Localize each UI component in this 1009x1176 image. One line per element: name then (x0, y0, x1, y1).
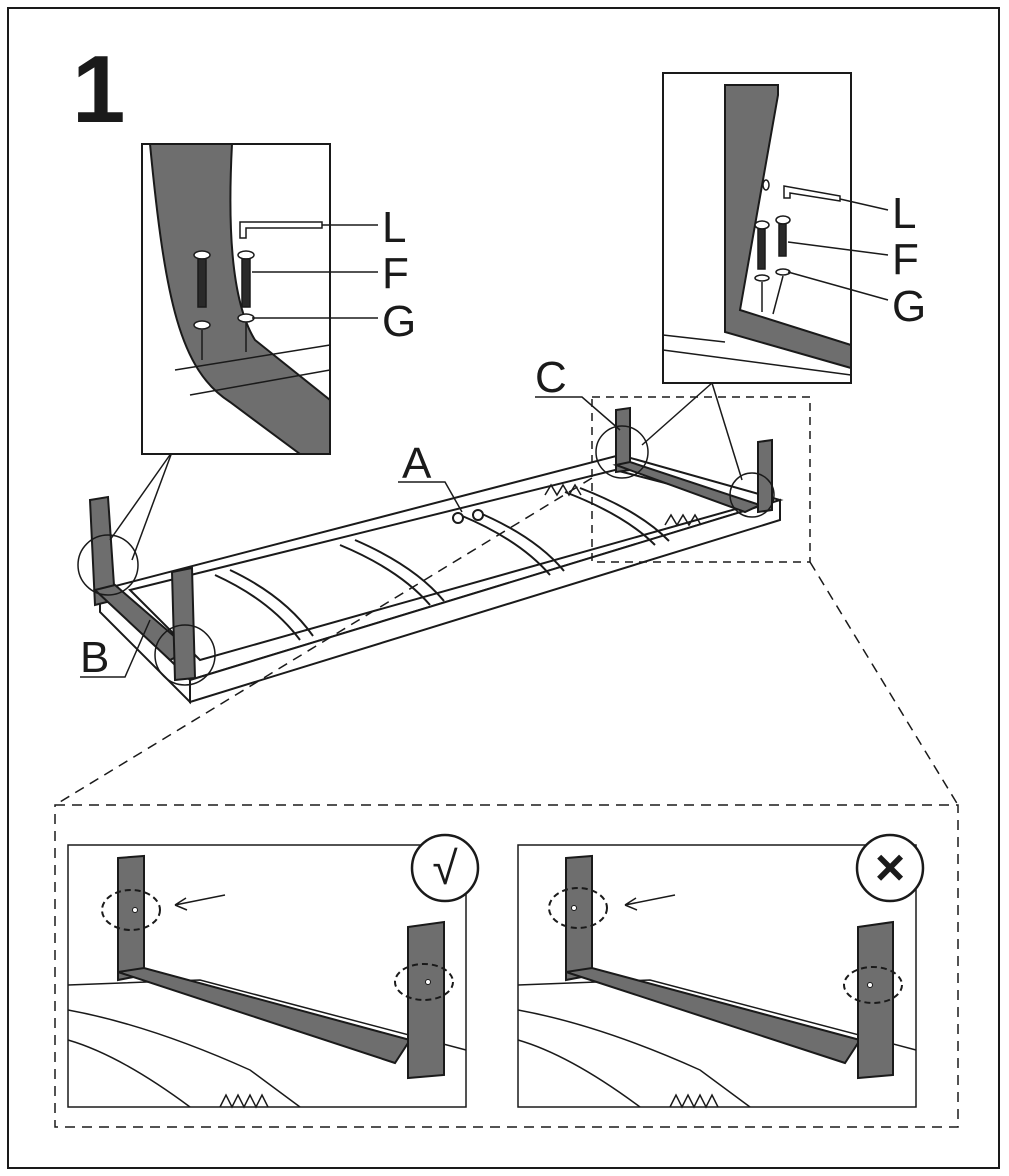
comparison-panel (54, 804, 959, 1128)
label-a: A (402, 439, 432, 488)
bolt-shaft (241, 258, 251, 308)
label-g-left: G (382, 297, 417, 346)
frame-bracket (472, 509, 484, 521)
callout-circle-c-left (595, 425, 649, 479)
springs-detail (669, 1093, 719, 1109)
bench-frame-illustration (98, 453, 784, 705)
callout-circle-c-right (729, 472, 775, 518)
pre-drilled-hole (867, 982, 873, 988)
label-c: C (535, 353, 567, 402)
leader-l (839, 198, 889, 211)
label-l-left: L (382, 203, 407, 252)
wrong-orientation-panel: × (517, 833, 925, 1109)
inset-left-leg (142, 143, 331, 455)
inset-left-connector (131, 451, 173, 561)
slat (579, 487, 670, 542)
zoom-region (591, 396, 811, 563)
bolt-head (775, 215, 791, 225)
bolt-head (754, 220, 770, 230)
pre-drilled-hole (762, 179, 770, 191)
pre-drilled-hole (571, 905, 577, 911)
leader-g (787, 271, 889, 301)
bolt-shaft (197, 258, 207, 308)
pre-drilled-hole (425, 979, 431, 985)
washer (775, 268, 791, 276)
leader-a (398, 481, 463, 513)
wrong-hole-highlight-left (548, 887, 608, 929)
slat (214, 574, 301, 641)
bolt-head (237, 250, 255, 260)
bolt-head (193, 250, 211, 260)
callout-circle-b-bottom (154, 624, 216, 686)
wrong-symbol: × (875, 839, 905, 897)
label-l-right: L (892, 189, 917, 238)
wrong-hole-highlight-right (843, 966, 903, 1004)
expansion-left (54, 477, 593, 806)
washer (754, 274, 770, 282)
springs-detail (219, 1093, 269, 1109)
slat (229, 569, 314, 637)
page-border (7, 7, 1000, 1169)
leg-post-front (170, 566, 197, 682)
pre-drilled-hole (132, 907, 138, 913)
label-f-right: F (892, 235, 919, 284)
bolt-shaft (778, 223, 787, 257)
inset-right-connector (711, 382, 743, 481)
correct-orientation-panel: √ (67, 833, 480, 1109)
slat (459, 514, 551, 576)
step-number: 1 (72, 36, 126, 143)
leg-unit-b (88, 495, 197, 682)
leg-post-front (757, 438, 773, 514)
correct-panel-frame (67, 979, 467, 1108)
leader-b (80, 619, 151, 678)
inset-left-connector (109, 451, 173, 541)
leader-f (787, 241, 889, 256)
frame-bracket (452, 512, 464, 524)
spring (544, 483, 582, 497)
inset-right-leg (724, 84, 852, 370)
leg-unit-c (612, 406, 773, 514)
frame-front (189, 498, 781, 704)
callout-circle-b-top (77, 534, 139, 596)
correct-hole-highlight-left (101, 889, 161, 931)
wrong-panel-frame (517, 979, 917, 1108)
label-f-left: F (382, 249, 409, 298)
leader-c (535, 396, 621, 431)
inset-left (141, 143, 378, 455)
wrong-leg-post-right (857, 920, 894, 1080)
allen-key (783, 185, 841, 202)
inset-right-connector (641, 382, 713, 446)
expansion-lines (54, 477, 959, 806)
correct-leg-post-left (117, 854, 145, 982)
allen-key (239, 221, 323, 239)
inset-right-frame (662, 334, 852, 376)
pointer-arrow (174, 894, 226, 911)
expansion-right (809, 561, 959, 806)
bolt-shaft (757, 228, 766, 270)
spring (664, 513, 702, 527)
washer (193, 320, 211, 330)
wrong-badge (855, 833, 925, 903)
slat (564, 491, 656, 546)
label-g-right: G (892, 282, 927, 331)
leader-lines (80, 382, 743, 678)
insert-guide (772, 275, 784, 315)
slat (474, 510, 565, 572)
inset-left-frame (174, 344, 331, 396)
correct-hole-highlight-right (394, 963, 454, 1001)
callout-circles (77, 425, 775, 686)
correct-symbol: √ (432, 842, 458, 894)
label-b: B (80, 633, 110, 682)
wrong-leg-post-left (565, 854, 593, 982)
washer (237, 313, 255, 323)
inset-right (662, 72, 889, 384)
pointer-arrow (624, 894, 676, 911)
slat (354, 539, 445, 602)
correct-badge (410, 833, 480, 903)
slat (339, 544, 431, 606)
